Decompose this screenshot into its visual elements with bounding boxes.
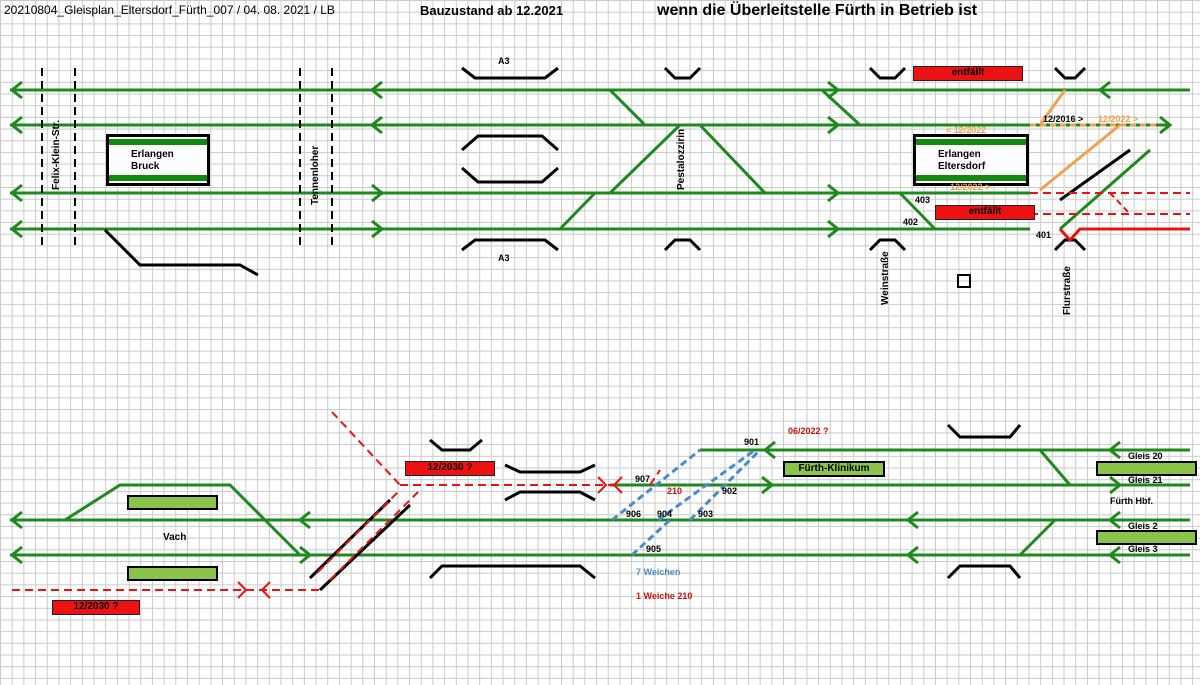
road-pestalozzi: Pestalozzirin [676, 128, 687, 190]
label-gleis-2: Gleis 2 [1128, 521, 1158, 531]
platform-vach-top [127, 495, 218, 510]
switch-210: 210 [667, 486, 683, 496]
page-title: wenn die Überleitstelle Fürth in Betrieb… [657, 2, 978, 19]
station-bruck-line2: Bruck [131, 161, 160, 172]
station-vach: Vach [163, 532, 187, 543]
lower-chevrons [9, 440, 1123, 565]
red-box-2030-mid: 12/2030 ? [405, 461, 495, 476]
lower-crossovers [64, 449, 1072, 557]
label-gleis-21: Gleis 21 [1128, 475, 1163, 485]
station-fuerth-klinikum: Fürth-Klinikum [783, 461, 885, 477]
legend-blue-switches: 7 Weichen [636, 567, 681, 577]
station-eltersdorf-line1: Erlangen [938, 149, 981, 160]
station-bruck-line1: Erlangen [131, 149, 174, 160]
station-erlangen-bruck: Erlangen Bruck [106, 134, 210, 186]
platform-gleis-20-21 [1096, 461, 1197, 476]
switch-905: 905 [646, 544, 662, 554]
switch-906: 906 [626, 509, 642, 519]
switch-402: 402 [903, 217, 919, 227]
note-2022-mid: 12/2022 > [950, 182, 991, 192]
red-box-2030-left: 12/2030 ? [52, 600, 140, 615]
switch-907: 907 [635, 474, 651, 484]
switch-903: 903 [698, 509, 714, 519]
file-label: 20210804_Gleisplan_Eltersdorf_Fürth_007 … [4, 3, 335, 17]
entfaellt-top: entfällt [913, 66, 1023, 81]
road-felix-klein: Felix-Klein-Str. [51, 119, 62, 190]
platform-gleis-2-3 [1096, 530, 1197, 545]
switch-904: 904 [657, 509, 673, 519]
upper-bridges [103, 66, 1131, 277]
page-subtitle: Bauzustand ab 12.2021 [420, 3, 564, 18]
station-eltersdorf-line2: Eltersdorf [938, 161, 986, 172]
switch-901: 901 [744, 437, 760, 447]
note-2016: 12/2016 > [1043, 114, 1084, 124]
station-erlangen-eltersdorf: Erlangen Eltersdorf [913, 134, 1029, 186]
upper-road-dashes [41, 68, 333, 250]
switch-902: 902 [722, 486, 738, 496]
upper-main-tracks [10, 88, 1190, 231]
note-lt-2022: < 12/2022 [946, 125, 987, 135]
motorway-a3-bottom: A3 [498, 253, 510, 263]
upper-chevrons [9, 80, 1173, 239]
marker-square [957, 274, 971, 288]
new-switches-blue [611, 448, 762, 557]
note-2022-right: 12/2022 > [1098, 114, 1139, 124]
label-gleis-3: Gleis 3 [1128, 544, 1158, 554]
entfaellt-bottom: entfällt [935, 205, 1035, 220]
label-gleis-20: Gleis 20 [1128, 451, 1163, 461]
note-06-2022: 06/2022 ? [788, 426, 829, 436]
motorway-a3-top: A3 [498, 56, 510, 66]
closed-red-lower [12, 411, 661, 591]
platform-vach-bottom [127, 566, 218, 581]
road-tennenloher: Tennenloher [310, 145, 321, 205]
label-fuerth-hbf: Fürth Hbf. [1110, 496, 1153, 506]
road-flurstrasse: Flurstraße [1062, 266, 1073, 315]
planned-orange [1030, 89, 1160, 192]
switch-401: 401 [1036, 230, 1052, 240]
legend-red-switch: 1 Weiche 210 [636, 591, 693, 601]
switch-403: 403 [915, 195, 931, 205]
red-chevrons [237, 476, 623, 599]
closed-red-upper [1030, 192, 1190, 243]
upper-crossovers [558, 88, 1151, 231]
road-weinstrasse: Weinstraße [880, 251, 891, 305]
